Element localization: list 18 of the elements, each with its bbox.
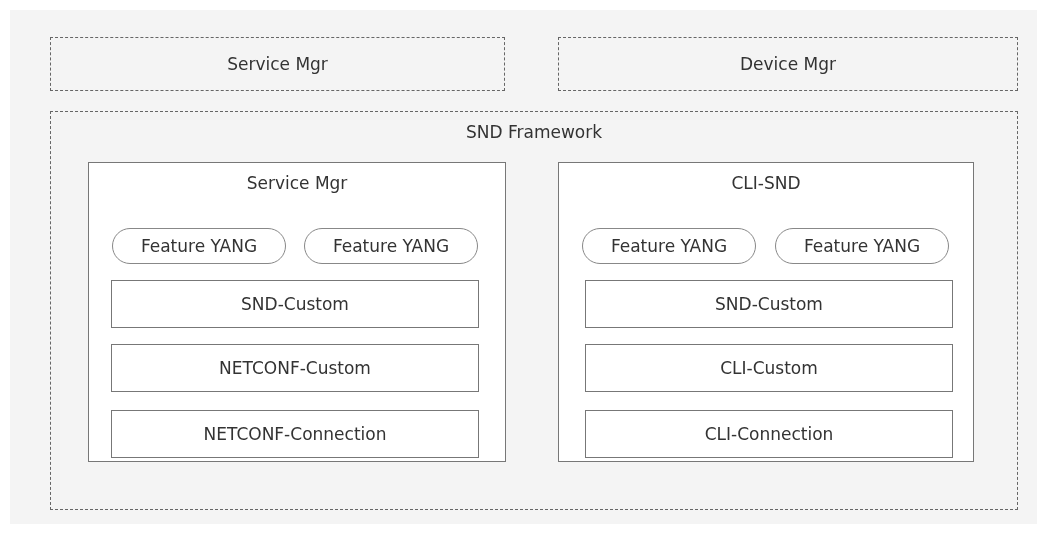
rounded-pill: Feature YANG [304,228,478,264]
rounded-pill: Feature YANG [775,228,949,264]
dashed-box: Device Mgr [558,37,1018,91]
layer-box: SND-Custom [111,280,479,328]
group-title: SND Framework [465,122,603,142]
dashed-box: Service Mgr [50,37,505,91]
group-panel [88,162,506,462]
layer-box: CLI-Custom [585,344,953,392]
group-panel [558,162,974,462]
group-panel [50,111,1018,510]
group-title: Service Mgr [246,173,348,193]
rounded-pill: Feature YANG [582,228,756,264]
layer-box: NETCONF-Custom [111,344,479,392]
group-title: CLI-SND [731,173,801,193]
layer-box: SND-Custom [585,280,953,328]
layer-box: NETCONF-Connection [111,410,479,458]
rounded-pill: Feature YANG [112,228,286,264]
layer-box: CLI-Connection [585,410,953,458]
